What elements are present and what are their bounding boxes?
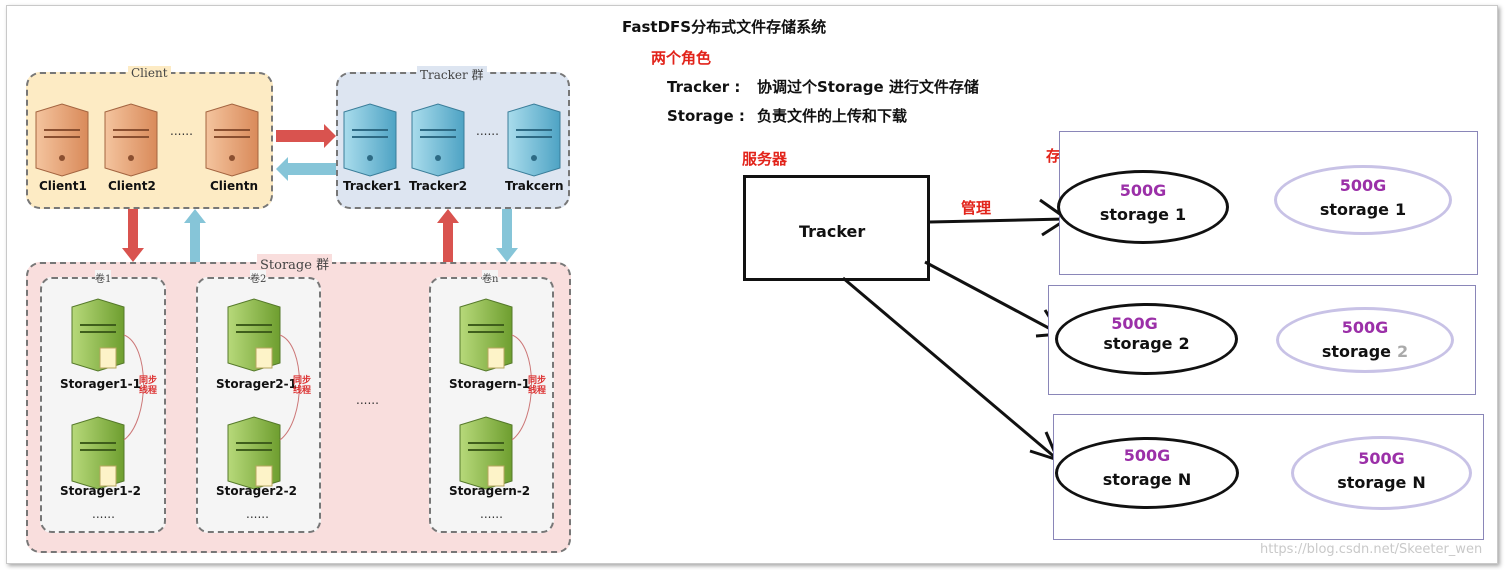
trackern-label: Trakcern (505, 179, 564, 193)
server-icon-client1 (35, 103, 89, 177)
client-group-caption: Client (128, 66, 171, 80)
tracker-server-label: Tracker (799, 222, 866, 241)
server-icon-storagern-1 (459, 298, 513, 372)
storager1-1-label: Storager1-1 (60, 377, 141, 391)
storage-capacity: 500G (1111, 314, 1158, 333)
arrow-tracker-storage2 (924, 260, 1059, 335)
arrow-client-to-storage (122, 209, 144, 262)
volume-1-caption: 卷1 (95, 270, 112, 285)
server-icon-storager2-2 (227, 416, 281, 490)
role-storage-desc: 负责文件的上传和下载 (757, 107, 908, 125)
storage-capacity: 500G (1119, 181, 1167, 200)
server-icon-storager1-1 (71, 298, 125, 372)
storager1-2-label: Storager1-2 (60, 484, 141, 498)
storage-capacity: 500G (1341, 318, 1389, 337)
server-icon-trackern (507, 103, 561, 177)
sync-line-vol2 (279, 334, 300, 441)
sync-line-voln (511, 334, 532, 441)
clientn-label: Clientn (210, 179, 258, 193)
vol2-dots: ...... (246, 507, 269, 521)
server-icon-storager1-2 (71, 416, 125, 490)
server-icon-client2 (104, 103, 158, 177)
volume-2-caption: 卷2 (250, 270, 267, 285)
role-storage-key: Storage : (667, 107, 745, 125)
volume-n-caption: 卷n (482, 270, 499, 285)
role-tracker: Tracker : 协调过个Storage 进行文件存储 (667, 76, 979, 97)
storager2-2-label: Storager2-2 (216, 484, 297, 498)
roles-heading: 两个角色 (651, 49, 712, 67)
arrow-client-to-tracker (276, 124, 336, 148)
storage-capacity: 500G (1358, 449, 1405, 468)
client1-label: Client1 (39, 179, 87, 193)
sync-line-vol1 (123, 334, 144, 441)
arrow-storage-to-tracker (437, 209, 459, 262)
server-icon-tracker2 (411, 103, 465, 177)
storager2-1-label: Storager2-1 (216, 377, 297, 391)
tracker-server-box (743, 175, 930, 281)
storagern-2-label: Storagern-2 (449, 484, 531, 498)
arrow-tracker-to-client (276, 157, 336, 181)
storage-capacity: 500G (1123, 446, 1171, 465)
server-icon-tracker1 (343, 103, 397, 177)
storagern-1-label: Storagern-1 (449, 377, 531, 391)
role-tracker-key: Tracker : (667, 78, 741, 96)
sync-label-vol2: 同步线程 (292, 376, 311, 396)
arrow-tracker-storagen (842, 276, 1058, 461)
role-storage: Storage : 负责文件的上传和下载 (667, 105, 907, 126)
arrow-tracker-storage1 (929, 217, 1066, 224)
tracker1-label: Tracker1 (343, 179, 402, 193)
sync-label-vol1: 同步线程 (138, 376, 157, 396)
sync-label-voln: 同步线程 (527, 376, 546, 396)
server-icon-storagern-2 (459, 416, 513, 490)
role-tracker-desc: 协调过个Storage 进行文件存储 (757, 78, 979, 96)
volume-1-box (40, 277, 166, 533)
manage-label: 管理 (961, 199, 992, 217)
volume-dots: ...... (356, 393, 379, 407)
vol1-dots: ...... (92, 507, 115, 521)
manage-arrows (842, 198, 1070, 463)
client2-label: Client2 (108, 179, 156, 193)
arrow-storage-to-tracker-left (184, 209, 206, 262)
storage-group-caption: Storage 群 (257, 254, 333, 273)
client-dots: ...... (170, 124, 193, 138)
tracker2-label: Tracker2 (409, 179, 468, 193)
voln-dots: ...... (480, 507, 503, 521)
watermark: https://blog.csdn.net/Skeeter_wen (1260, 542, 1483, 557)
arrow-tracker-to-storage (496, 209, 518, 262)
storage-capacity: 500G (1339, 176, 1387, 195)
tracker-dots: ...... (476, 124, 499, 138)
server-icon-storager2-1 (227, 298, 281, 372)
server-label: 服务器 (742, 150, 788, 168)
tracker-group-caption: Tracker 群 (417, 66, 487, 83)
page-title: FastDFS分布式文件存储系统 (622, 18, 827, 36)
server-icon-clientn (205, 103, 259, 177)
